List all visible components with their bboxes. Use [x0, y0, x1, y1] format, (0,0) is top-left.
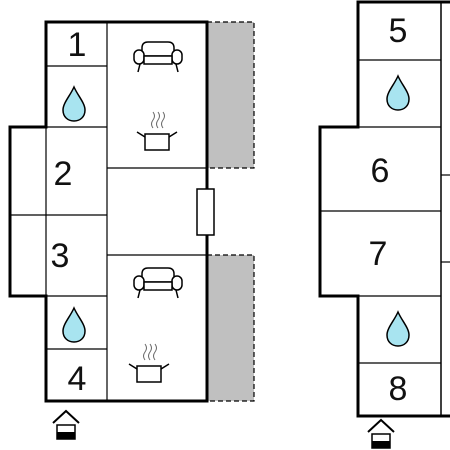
room-8: 8: [389, 370, 408, 408]
room-6: 6: [371, 152, 390, 190]
entrance-icon: [52, 410, 80, 440]
room-number-5: 5: [389, 12, 408, 50]
kitchen-pot-icon: [136, 111, 178, 151]
room-number-6: 6: [371, 152, 390, 190]
room-4: 4: [68, 360, 87, 398]
room-number-1: 1: [68, 26, 87, 64]
door-frame: [196, 188, 215, 236]
bathroom-drop-icon: [62, 307, 86, 343]
sofa-icon: [133, 267, 183, 299]
bathroom-drop-icon: [386, 75, 410, 111]
room-1: 1: [68, 26, 87, 64]
room-number-8: 8: [389, 370, 408, 408]
room-number-7: 7: [369, 235, 388, 273]
bathroom-drop-icon: [62, 86, 86, 122]
terrace-upper: [206, 21, 255, 169]
room-number-2: 2: [54, 155, 73, 193]
room-number-4: 4: [68, 360, 87, 398]
kitchen-pot-icon: [128, 343, 170, 383]
right-unit: 5 6 7 8: [318, 0, 450, 449]
right-unit-outer-wall: [318, 0, 450, 418]
right-unit-inner-walls: [320, 59, 450, 364]
bathroom-drop-icon: [386, 311, 410, 347]
terrace-lower: [206, 254, 255, 402]
sofa-icon: [133, 41, 183, 73]
room-number-3: 3: [51, 237, 70, 275]
left-unit-outer-wall: [8, 20, 209, 403]
entrance-icon: [367, 419, 395, 449]
room-7: 7: [369, 235, 388, 273]
room-3: 3: [51, 237, 70, 275]
room-5: 5: [389, 12, 408, 50]
left-unit: 1 2 3 4: [8, 20, 255, 440]
left-unit-inner-walls: [10, 22, 207, 401]
room-2: 2: [54, 155, 73, 193]
